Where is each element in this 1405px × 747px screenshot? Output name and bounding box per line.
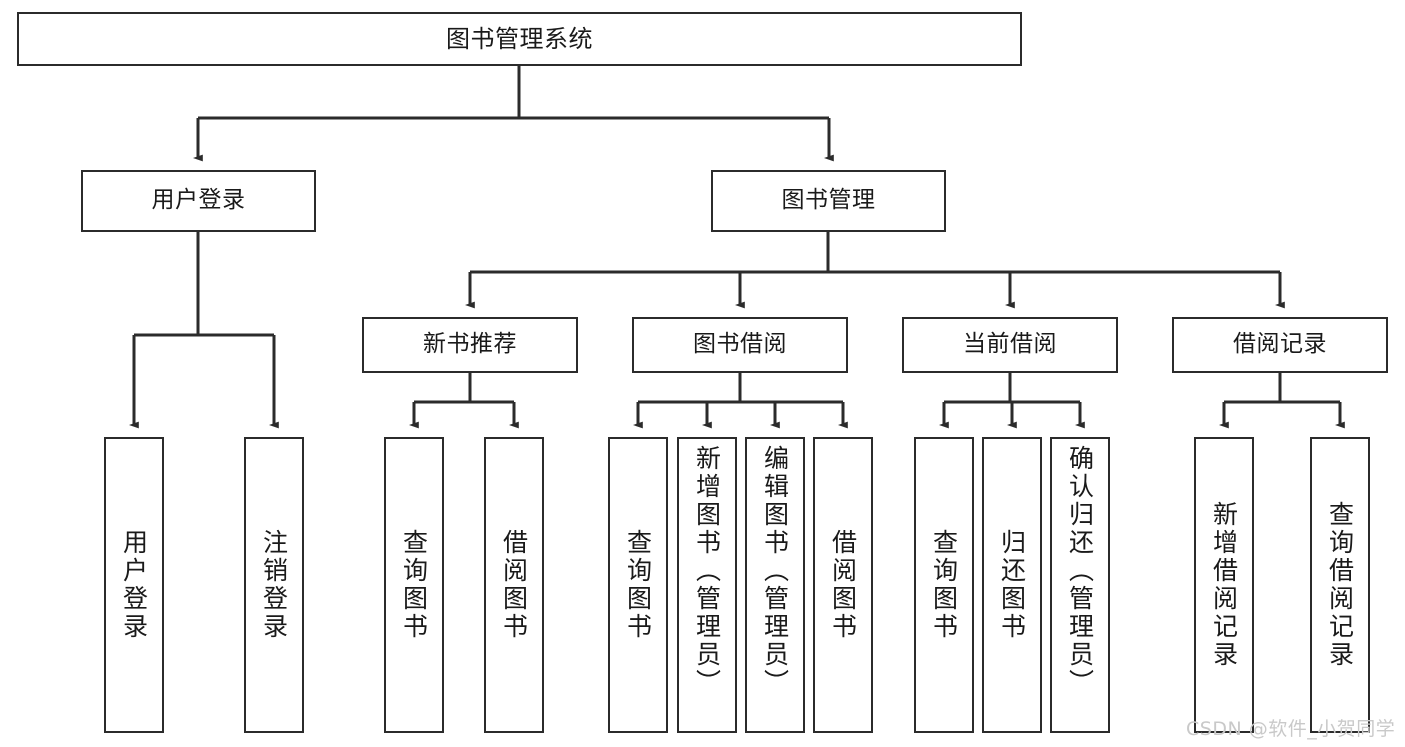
node-leaf-query-book-1-label: 查询图书 (399, 529, 429, 641)
node-new-book-recommend-label: 新书推荐 (423, 331, 517, 358)
node-leaf-logout-login-label: 注销登录 (259, 529, 289, 641)
node-leaf-borrow-book-2[interactable]: 借阅图书 (813, 437, 873, 733)
node-leaf-edit-book-label: 编辑图书（管理员） (760, 445, 790, 697)
node-leaf-query-book-3-label: 查询图书 (929, 529, 959, 641)
node-current-borrow[interactable]: 当前借阅 (902, 317, 1118, 373)
node-leaf-return-book[interactable]: 归还图书 (982, 437, 1042, 733)
node-leaf-borrow-book-1-label: 借阅图书 (499, 529, 529, 641)
node-leaf-edit-book[interactable]: 编辑图书（管理员） (745, 437, 805, 733)
node-leaf-borrow-book-2-label: 借阅图书 (828, 529, 858, 641)
node-leaf-return-book-label: 归还图书 (997, 529, 1027, 641)
node-book-manage-label: 图书管理 (781, 187, 876, 214)
watermark-text: CSDN @软件_小贺同学 (1186, 718, 1396, 740)
node-leaf-query-record-label: 查询借阅记录 (1325, 501, 1355, 669)
node-leaf-confirm-return-label: 确认归还（管理员） (1065, 445, 1095, 697)
node-user-login-label: 用户登录 (151, 187, 246, 214)
node-new-book-recommend[interactable]: 新书推荐 (362, 317, 578, 373)
node-leaf-query-book-3[interactable]: 查询图书 (914, 437, 974, 733)
node-leaf-add-record[interactable]: 新增借阅记录 (1194, 437, 1254, 733)
node-leaf-query-book-2[interactable]: 查询图书 (608, 437, 668, 733)
node-borrow-record-label: 借阅记录 (1233, 331, 1327, 358)
node-leaf-add-book[interactable]: 新增图书（管理员） (677, 437, 737, 733)
node-leaf-query-book-2-label: 查询图书 (623, 529, 653, 641)
node-user-login[interactable]: 用户登录 (81, 170, 316, 232)
node-root[interactable]: 图书管理系统 (17, 12, 1022, 66)
node-current-borrow-label: 当前借阅 (963, 331, 1057, 358)
node-leaf-user-login[interactable]: 用户登录 (104, 437, 164, 733)
node-leaf-add-book-label: 新增图书（管理员） (692, 445, 722, 697)
node-leaf-user-login-label: 用户登录 (119, 529, 149, 641)
node-root-label: 图书管理系统 (446, 24, 593, 53)
node-leaf-query-record[interactable]: 查询借阅记录 (1310, 437, 1370, 733)
node-book-borrow-label: 图书借阅 (693, 331, 787, 358)
node-borrow-record[interactable]: 借阅记录 (1172, 317, 1388, 373)
node-leaf-confirm-return[interactable]: 确认归还（管理员） (1050, 437, 1110, 733)
node-book-manage[interactable]: 图书管理 (711, 170, 946, 232)
node-leaf-borrow-book-1[interactable]: 借阅图书 (484, 437, 544, 733)
node-leaf-add-record-label: 新增借阅记录 (1209, 501, 1239, 669)
node-leaf-logout-login[interactable]: 注销登录 (244, 437, 304, 733)
node-leaf-query-book-1[interactable]: 查询图书 (384, 437, 444, 733)
node-book-borrow[interactable]: 图书借阅 (632, 317, 848, 373)
